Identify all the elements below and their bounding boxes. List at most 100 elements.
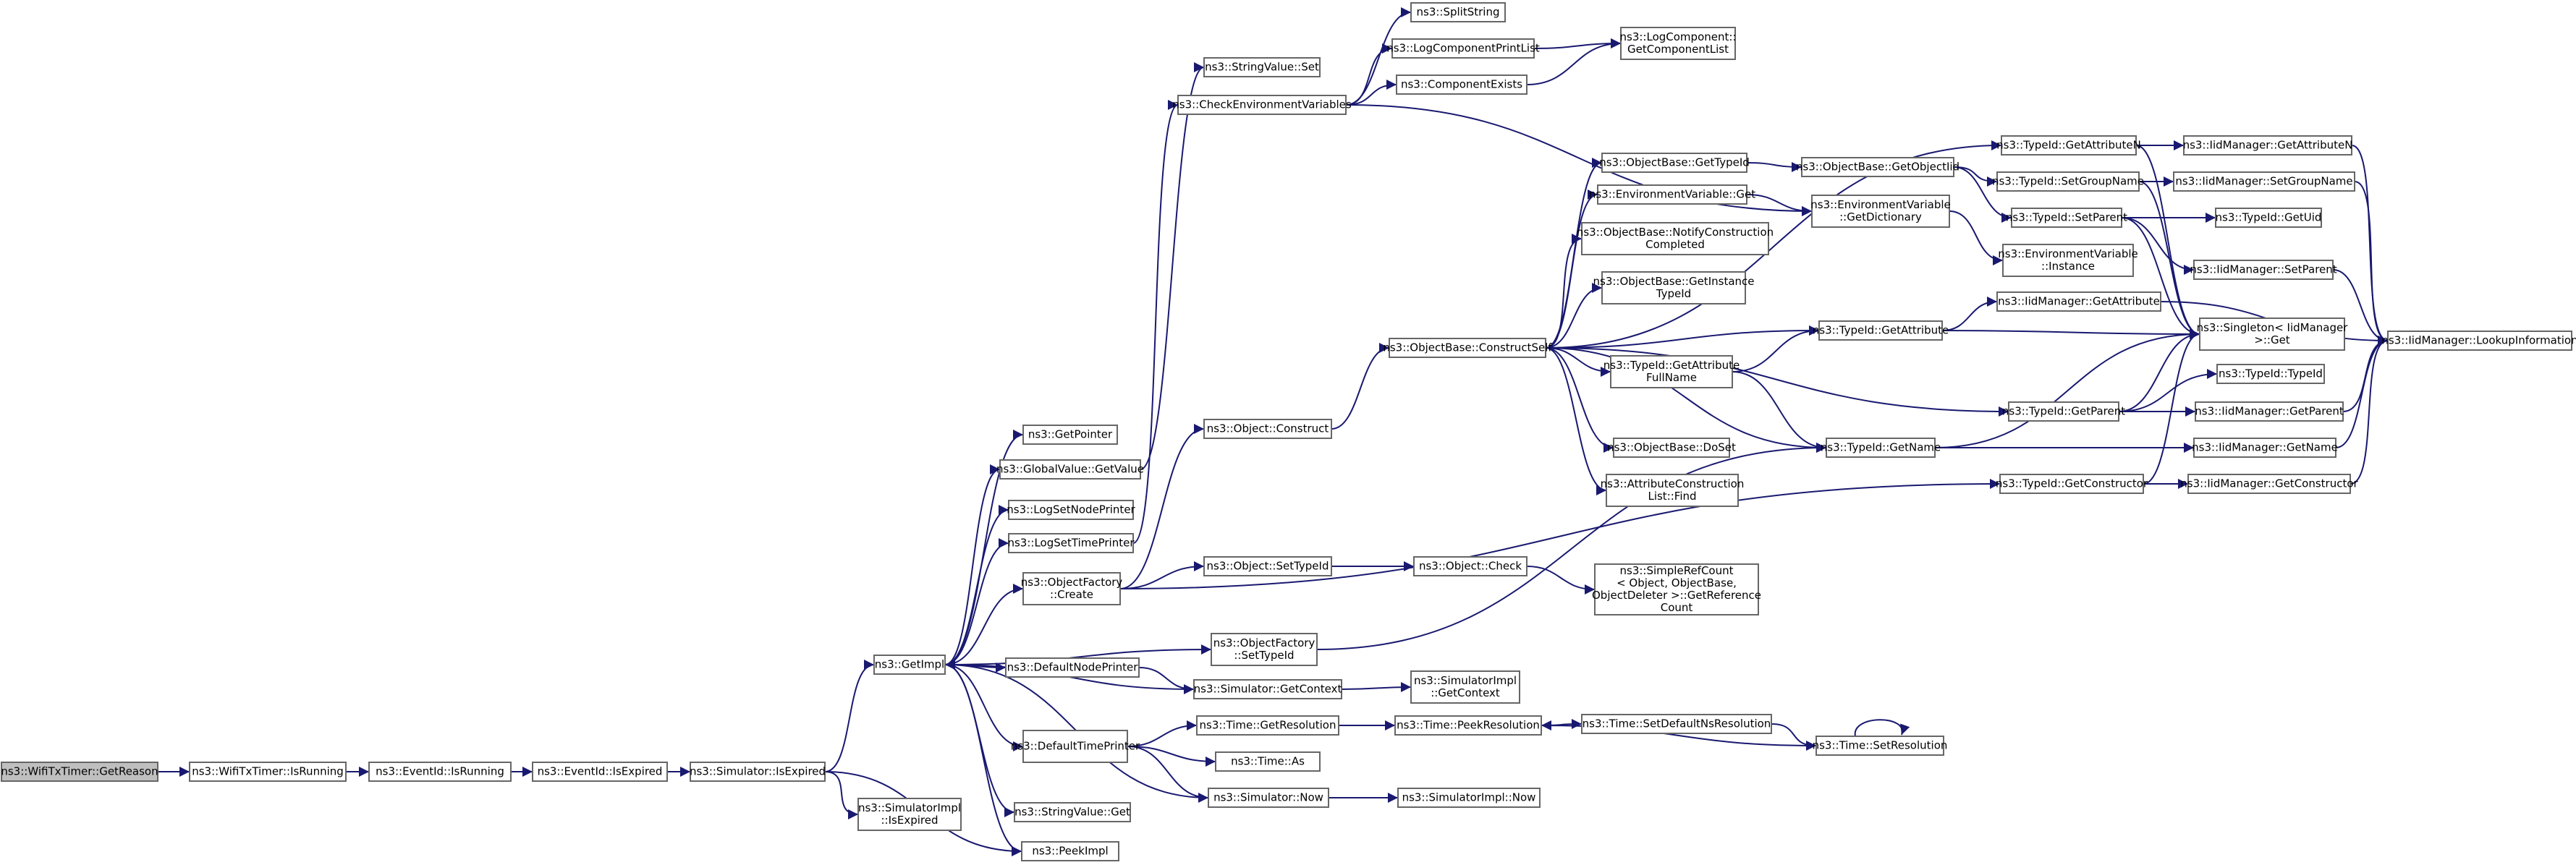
node-componentexists[interactable]: ns3::ComponentExists xyxy=(1396,74,1528,95)
node-typeid-typeid[interactable]: ns3::TypeId::TypeId xyxy=(2216,364,2325,384)
node-getimpl[interactable]: ns3::GetImpl xyxy=(873,655,946,675)
node-iidmanager-getattributen[interactable]: ns3::IidManager::GetAttributeN xyxy=(2183,135,2353,155)
node-logsettimeprinter[interactable]: ns3::LogSetTimePrinter xyxy=(1007,533,1135,553)
node-label: ns3::ObjectBase::GetTypeId xyxy=(1599,156,1750,169)
node-object-settypeid[interactable]: ns3::Object::SetTypeId xyxy=(1203,556,1332,576)
node-box xyxy=(1394,715,1542,736)
node-object-check[interactable]: ns3::Object::Check xyxy=(1413,556,1528,576)
node-typeid-getattributen[interactable]: ns3::TypeId::GetAttributeN xyxy=(1996,135,2141,155)
node-time-setdefaultnsresolution[interactable]: ns3::Time::SetDefaultNsResolution xyxy=(1581,714,1772,734)
node-box xyxy=(1996,291,2161,312)
node-stringvalue-get[interactable]: ns3::StringValue::Get xyxy=(1014,802,1131,822)
node-time-peekresolution[interactable]: ns3::Time::PeekResolution xyxy=(1394,715,1542,736)
node-box xyxy=(857,798,962,831)
node-label: ns3::TypeId::GetUid xyxy=(2216,211,2322,224)
node-objectbase-getobjectiid[interactable]: ns3::ObjectBase::GetObjectIid xyxy=(1796,157,1959,177)
node-logsetnodeprinter[interactable]: ns3::LogSetNodePrinter xyxy=(1007,500,1136,520)
node-box xyxy=(1610,355,1733,388)
node-box xyxy=(873,655,946,675)
node-box xyxy=(1193,679,1342,699)
node-label: ns3::TypeId::TypeId xyxy=(2219,367,2323,380)
node-envvar-getdictionary[interactable]: ns3::EnvironmentVariable::GetDictionary xyxy=(1810,195,1951,228)
node-eventid-isrunning[interactable]: ns3::EventId::IsRunning xyxy=(368,762,512,782)
node-box xyxy=(1005,657,1140,678)
node-iidmanager-getconstructor[interactable]: ns3::IidManager::GetConstructor xyxy=(2180,474,2359,494)
node-simimpl-getcontext[interactable]: ns3::SimulatorImpl::GetContext xyxy=(1410,670,1520,704)
node-logcomponentprintlist[interactable]: ns3::LogComponentPrintList xyxy=(1386,38,1540,59)
node-defaultnodeprinter[interactable]: ns3::DefaultNodePrinter xyxy=(1005,657,1140,678)
edge-defaulttimeprinter-to-time-as xyxy=(1127,746,1216,767)
node-box xyxy=(1215,751,1321,772)
edge-logsettimeprinter-to-checkenv xyxy=(1132,100,1179,544)
node-checkenv[interactable]: ns3::CheckEnvironmentVariables xyxy=(1172,95,1352,115)
node-peekimpl[interactable]: ns3::PeekImpl xyxy=(1021,841,1119,861)
node-label: ::SetTypeId xyxy=(1234,649,1294,662)
node-defaulttimeprinter[interactable]: ns3::DefaultTimePrinter xyxy=(1011,730,1140,763)
node-typeid-setgroupname[interactable]: ns3::TypeId::SetGroupName xyxy=(1992,171,2144,192)
node-typeid-getname[interactable]: ns3::TypeId::GetName xyxy=(1821,438,1941,458)
node-objectbase-doset[interactable]: ns3::ObjectBase::DoSet xyxy=(1607,438,1736,458)
node-simplerefcount[interactable]: ns3::SimpleRefCount< Object, ObjectBase,… xyxy=(1592,563,1761,615)
node-label: ns3::EnvironmentVariable::Get xyxy=(1589,188,1755,201)
edge-sim-isexpired-to-simimpl-isexpired xyxy=(824,771,859,819)
node-iidmanager-getattribute[interactable]: ns3::IidManager::GetAttribute xyxy=(1996,291,2161,312)
edge-objectbase-constructself-to-envvar-get xyxy=(1545,189,1598,349)
node-box xyxy=(368,762,512,782)
node-objectbase-constructself[interactable]: ns3::ObjectBase::ConstructSelf xyxy=(1383,338,1552,358)
node-eventid-isexpired[interactable]: ns3::EventId::IsExpired xyxy=(532,762,668,782)
node-getpointer[interactable]: ns3::GetPointer xyxy=(1022,425,1118,445)
node-splitstring[interactable]: ns3::SplitString xyxy=(1410,2,1506,22)
node-iidmanager-getparent[interactable]: ns3::IidManager::GetParent xyxy=(2195,401,2344,422)
node-time-as[interactable]: ns3::Time::As xyxy=(1215,751,1321,772)
node-label: ns3::ObjectBase::GetInstance xyxy=(1593,275,1755,288)
node-typeid-getparent[interactable]: ns3::TypeId::GetParent xyxy=(2002,401,2125,422)
node-simimpl-now[interactable]: ns3::SimulatorImpl::Now xyxy=(1397,788,1541,808)
node-typeid-getuid[interactable]: ns3::TypeId::GetUid xyxy=(2215,208,2322,228)
node-iidmanager-getname[interactable]: ns3::IidManager::GetName xyxy=(2192,438,2338,458)
node-objectfactory-create[interactable]: ns3::ObjectFactory::Create xyxy=(1021,572,1123,605)
node-sim-now[interactable]: ns3::Simulator::Now xyxy=(1208,788,1329,808)
node-box xyxy=(2001,135,2137,155)
node-singleton-get[interactable]: ns3::Singleton< IidManager >::Get xyxy=(2197,318,2349,351)
node-typeid-getattribute[interactable]: ns3::TypeId::GetAttribute xyxy=(1813,320,1949,341)
node-iidmanager-lookupinformation[interactable]: ns3::IidManager::LookupInformation xyxy=(2381,331,2576,351)
node-globalvalue-getvalue[interactable]: ns3::GlobalValue::GetValue xyxy=(996,459,1144,480)
node-simimpl-isexpired[interactable]: ns3::SimulatorImpl::IsExpired xyxy=(857,798,962,831)
edge-objectbase-constructself-to-typeid-getname xyxy=(1545,347,1827,453)
node-objectbase-notify[interactable]: ns3::ObjectBase::NotifyConstructionCompl… xyxy=(1577,222,1774,255)
node-box xyxy=(1,762,158,782)
node-root[interactable]: ns3::WifiTxTimer::GetReason xyxy=(1,762,158,782)
node-sim-getcontext[interactable]: ns3::Simulator::GetContext xyxy=(1193,679,1342,699)
edge-objectbase-constructself-to-objectbase-getinstancetypeid xyxy=(1545,283,1603,349)
node-iidmanager-setparent[interactable]: ns3::IidManager::SetParent xyxy=(2190,260,2337,280)
edge-typeid-getparent-to-singleton-get xyxy=(2118,329,2200,412)
node-logcomponent-getlist[interactable]: ns3::LogComponent::GetComponentList xyxy=(1620,27,1737,60)
node-isrunning-wifi[interactable]: ns3::WifiTxTimer::IsRunning xyxy=(189,762,347,782)
edge-getimpl-to-logsetnodeprinter xyxy=(944,505,1009,665)
node-label: ns3::IidManager::GetName xyxy=(2192,441,2338,454)
edge-objectbase-gettypeid-to-objectbase-getobjectiid xyxy=(1746,161,1802,172)
node-envvar-get[interactable]: ns3::EnvironmentVariable::Get xyxy=(1589,184,1755,205)
node-time-setresolution[interactable]: ns3::Time::SetResolution xyxy=(1813,736,1948,756)
node-box xyxy=(1601,153,1747,173)
node-label: ns3::IidManager::SetGroupName xyxy=(2175,175,2352,188)
node-stringvalue-set[interactable]: ns3::StringValue::Set xyxy=(1203,57,1321,77)
node-label: ns3::DefaultNodePrinter xyxy=(1007,661,1139,674)
node-label: ns3::Time::As xyxy=(1231,755,1305,768)
node-typeid-setparent[interactable]: ns3::TypeId::SetParent xyxy=(2006,208,2127,228)
node-objectbase-gettypeid[interactable]: ns3::ObjectBase::GetTypeId xyxy=(1599,153,1750,173)
node-objectfactory-settypeid[interactable]: ns3::ObjectFactory::SetTypeId xyxy=(1211,633,1318,666)
node-iidmanager-setgroupname[interactable]: ns3::IidManager::SetGroupName xyxy=(2173,171,2355,192)
node-box xyxy=(1811,195,1950,228)
node-label: ns3::Object::Check xyxy=(1419,560,1522,573)
node-time-getresolution[interactable]: ns3::Time::GetResolution xyxy=(1196,715,1339,736)
node-label: ns3::EnvironmentVariable xyxy=(1998,247,2138,260)
node-sim-isexpired[interactable]: ns3::Simulator::IsExpired xyxy=(690,762,826,782)
node-envvar-instance[interactable]: ns3::EnvironmentVariable::Instance xyxy=(1998,244,2138,277)
node-typeid-getconstructor[interactable]: ns3::TypeId::GetConstructor xyxy=(1996,474,2148,494)
node-object-construct[interactable]: ns3::Object::Construct xyxy=(1203,419,1332,439)
